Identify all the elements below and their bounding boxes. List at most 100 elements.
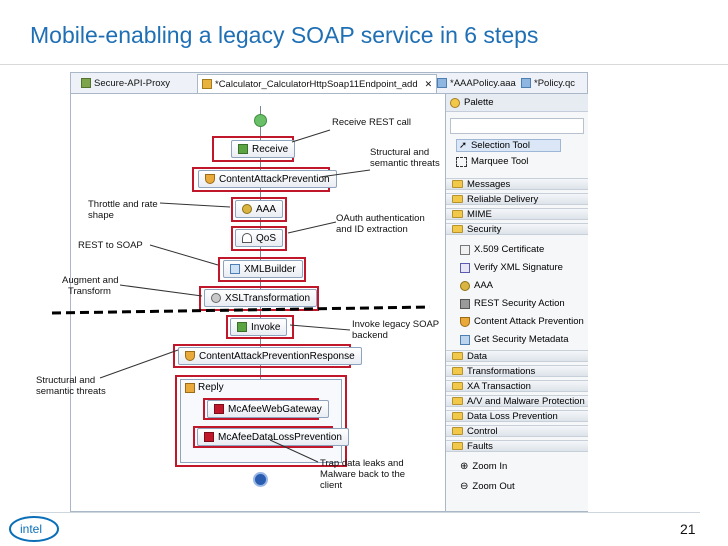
drawer-label: Data [467,350,488,362]
drawer-mime[interactable]: MIME [446,208,588,220]
node-label: McAfeeWebGateway [228,403,322,415]
policy-icon [521,78,531,88]
content-attack-prevention-response-node[interactable]: ContentAttackPreventionResponse [178,347,362,365]
flow-editor-window: Secure-API-Proxy *Calculator_CalculatorH… [70,72,588,512]
drawer-label: Reliable Delivery [467,193,539,205]
item-label: Zoom Out [472,481,515,492]
drawer-label: MIME [467,208,492,220]
tab-label: Secure-API-Proxy [94,77,171,89]
selection-tool[interactable]: ➚ Selection Tool [456,139,561,152]
leader-receive [291,129,331,143]
drawer-label: Security [467,223,502,235]
receive-arrow-icon [238,144,248,154]
leader-invoke [289,324,351,331]
note-augment: Augment and Transform [62,275,119,297]
palette-panel: Palette ➚ Selection Tool Marquee Tool Me… [445,94,588,511]
drawer-data-loss-prevention[interactable]: Data Loss Prevention [446,410,588,422]
folder-icon [452,367,463,375]
folder-icon [452,397,463,405]
folder-icon [452,195,463,203]
content-attack-prevention-node[interactable]: ContentAttackPrevention [198,170,337,188]
palette-item-security-metadata[interactable]: Get Security Metadata [460,334,569,345]
palette-item-zoom-in[interactable]: ⊕Zoom In [460,461,507,472]
palette-filter-input[interactable] [450,118,584,134]
key-icon [460,280,470,291]
drawer-av-malware[interactable]: A/V and Malware Protection [446,395,588,407]
folder-open-icon [452,225,463,233]
tab-secure-api-proxy[interactable]: Secure-API-Proxy [81,75,170,91]
xml-builder-node[interactable]: XMLBuilder [223,260,303,278]
reply-container[interactable]: Reply McAfeeWebGateway McAfeeDataLossPre… [180,379,349,463]
start-node-icon[interactable] [254,114,267,127]
note-text: Structural and [370,147,430,158]
leader-throttle [159,202,231,208]
tab-aaa-policy[interactable]: *AAAPolicy.aaa [437,75,516,91]
note-structural-1: Structural and semantic threats [370,147,440,169]
folder-icon [452,210,463,218]
page-number: 21 [680,521,696,537]
reply-icon [185,382,195,393]
drawer-control[interactable]: Control [446,425,588,437]
palette-item-rest-security[interactable]: REST Security Action [460,298,565,309]
mcafee-web-gateway-node[interactable]: McAfeeWebGateway [207,400,329,418]
note-text: Invoke legacy SOAP [352,319,440,330]
highlight-aaa [231,197,287,222]
note-text: OAuth authentication [336,213,425,224]
palette-item-aaa[interactable]: AAA [460,280,493,291]
aaa-node[interactable]: AAA [235,200,284,218]
intel-logo: intel [9,516,59,542]
drawer-label: Control [467,425,498,437]
certificate-icon [460,244,470,255]
drawer-label: Faults [467,440,493,452]
palette-item-x509[interactable]: X.509 Certificate [460,244,544,255]
drawer-reliable-delivery[interactable]: Reliable Delivery [446,193,588,205]
policy-icon [437,78,447,88]
note-text: Malware back to the [320,469,406,480]
invoke-node[interactable]: Invoke [230,318,288,336]
drawer-messages[interactable]: Messages [446,178,588,190]
palette-item-content-attack[interactable]: Content Attack Prevention [460,316,584,327]
marquee-icon [456,156,467,167]
drawer-security[interactable]: Security [446,223,588,235]
receive-node[interactable]: Receive [231,140,296,158]
tab-calculator-endpoint[interactable]: *Calculator_CalculatorHttpSoap11Endpoint… [197,74,438,93]
drawer-xa-transaction[interactable]: XA Transaction [446,380,588,392]
item-label: Zoom In [472,461,508,472]
tab-label: *Policy.qc [534,77,576,89]
xsl-transformation-node[interactable]: XSLTransformation [204,289,318,307]
slide-title: Mobile-enabling a legacy SOAP service in… [30,22,539,48]
palette-item-verify-xml[interactable]: Verify XML Signature [460,262,563,273]
note-text: client [320,480,343,491]
highlight-qos [231,226,287,251]
leader-rest-to-soap [149,244,219,266]
shield-icon [205,174,215,184]
node-label: McAfeeDataLossPrevention [218,431,342,443]
mcafee-data-loss-prevention-node[interactable]: McAfeeDataLossPrevention [197,428,349,446]
note-text: Receive REST call [332,117,412,128]
close-icon[interactable]: ✕ [424,78,433,89]
leader-structural-1 [319,169,371,178]
node-label: ContentAttackPreventionResponse [199,350,355,362]
gears-icon [211,293,221,303]
editor-tab-bar: Secure-API-Proxy *Calculator_CalculatorH… [71,73,587,94]
end-node-icon[interactable] [253,472,268,487]
node-label: AAA [256,203,277,215]
lock-icon [460,298,470,309]
qos-node[interactable]: QoS [235,229,284,247]
palette-icon [450,97,460,108]
item-label: X.509 Certificate [474,244,545,255]
tool-label: Marquee Tool [471,156,529,167]
folder-open-icon [452,442,463,450]
reply-header: Reply [185,382,224,393]
marquee-tool[interactable]: Marquee Tool [456,156,528,167]
highlight-reply-block [175,375,347,467]
palette-item-zoom-out[interactable]: ⊖Zoom Out [460,481,515,492]
drawer-transformations[interactable]: Transformations [446,365,588,377]
tab-label: *AAAPolicy.aaa [450,77,516,89]
tab-policy-qc[interactable]: *Policy.qc [521,75,575,91]
palette-title: Palette [464,97,494,108]
note-oauth: OAuth authentication and ID extraction [336,213,425,235]
highlight-xml-builder [218,257,306,282]
drawer-faults[interactable]: Faults [446,440,588,452]
drawer-data[interactable]: Data [446,350,588,362]
